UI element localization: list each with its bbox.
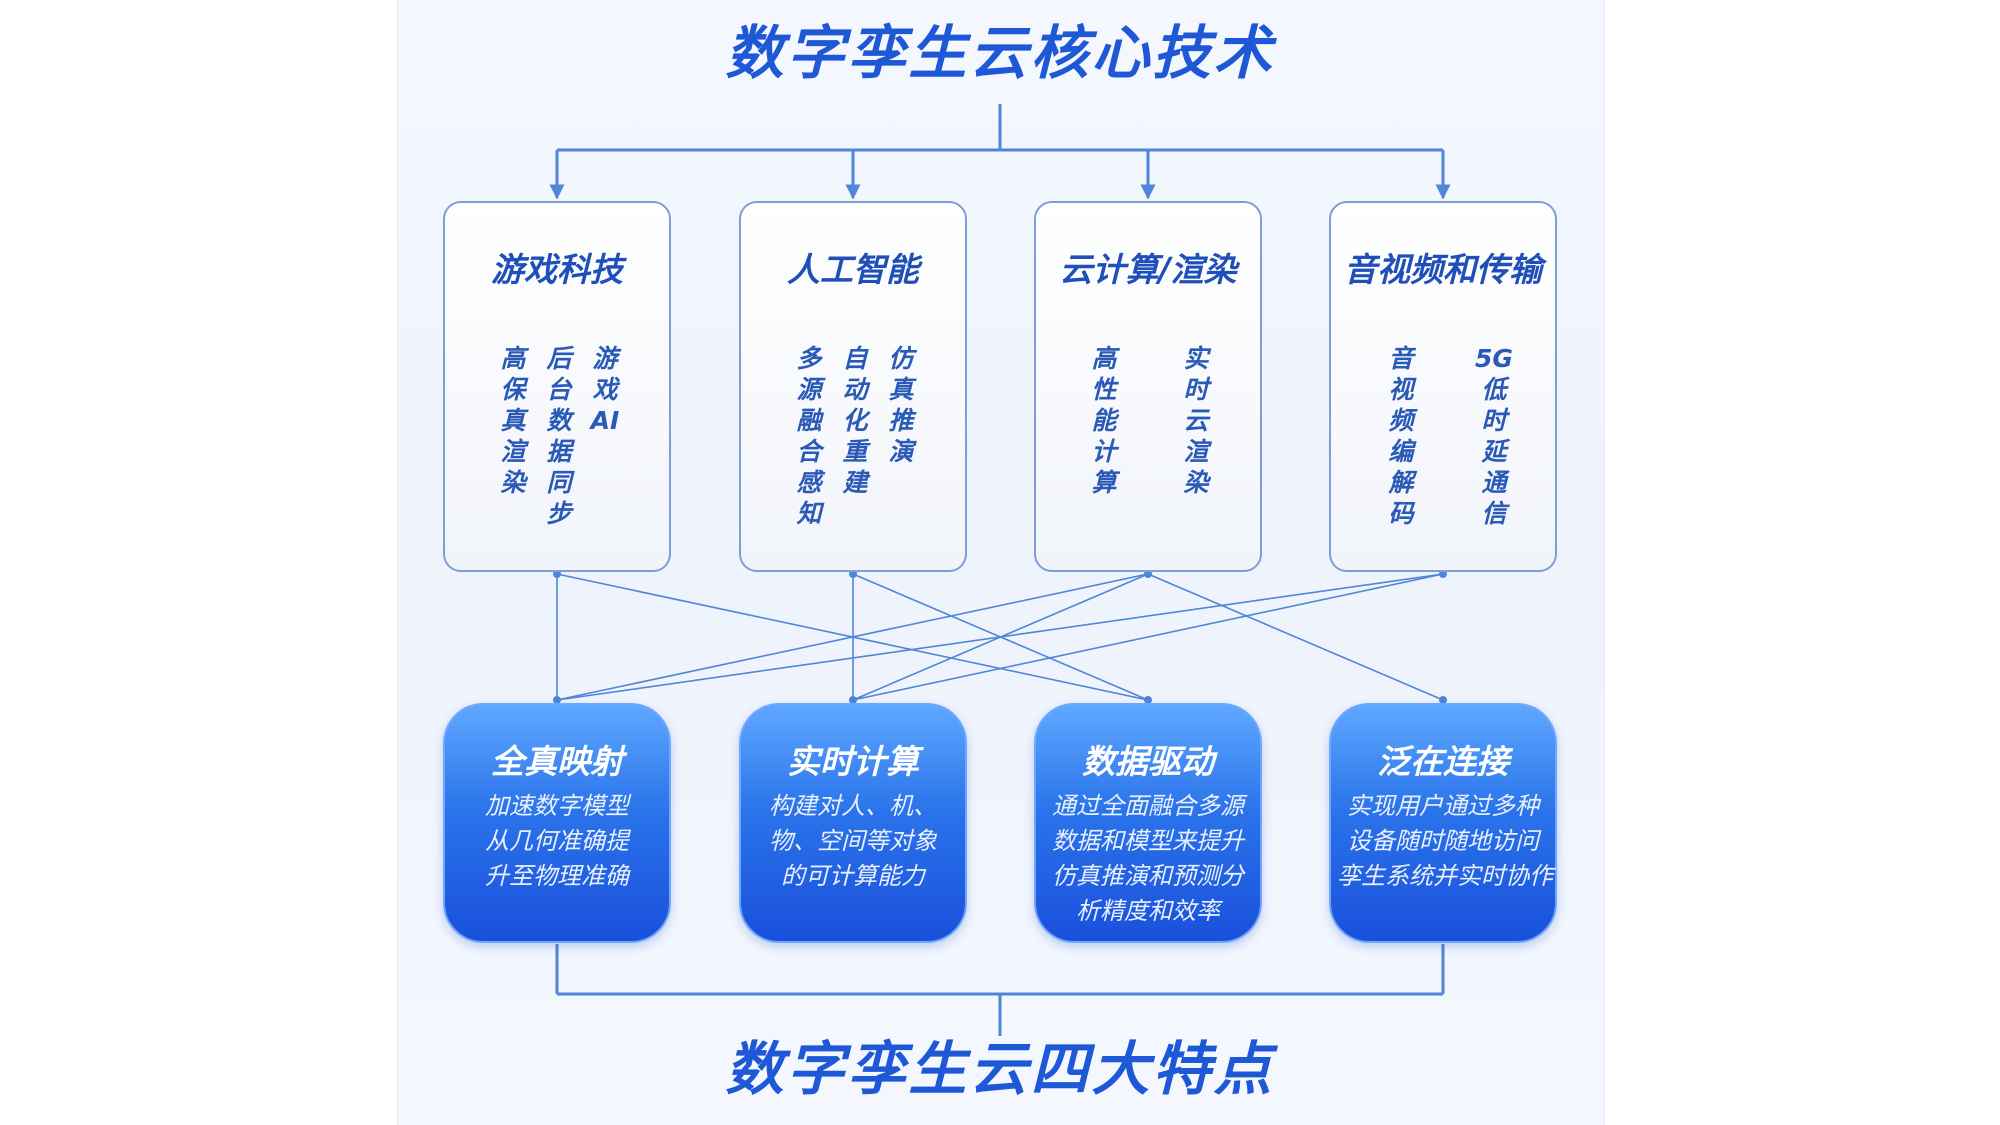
tech-item: 多源融合感知 [796,344,822,528]
connector-node [849,696,857,704]
feature-desc-line: 仿真推演和预测分 [1052,862,1244,890]
feature-desc-line: 通过全面融合多源 [1052,792,1244,820]
tech-item: 自动化重建 [842,344,868,497]
mapping-line [556,573,1444,701]
tech-item: 高保真渲染 [500,344,526,497]
mapping-line [556,573,1149,701]
feature-desc-line: 的可计算能力 [781,862,925,890]
tech-item: 音视频编解码 [1388,344,1414,528]
connector-node [1439,696,1447,704]
feature-desc-line: 设备随时随地访问 [1347,827,1539,855]
feature-desc-line: 从几何准确提 [485,827,629,855]
feature-desc-line: 数据和模型来提升 [1052,827,1244,855]
feature-box-realtime: 实时计算 构建对人、机、物、空间等对象的可计算能力 [739,703,967,943]
feature-desc-line: 升至物理准确 [485,862,629,890]
tech-box-ai: 人工智能 多源融合感知 自动化重建 仿真推演 [739,201,967,572]
tech-box-cloud: 云计算/渲染 高性能计算 实时云渲染 [1034,201,1262,572]
feature-title: 数据驱动 [1082,742,1214,781]
mapping-line [1147,573,1444,701]
feature-title: 全真映射 [491,742,623,781]
feature-desc-line: 析精度和效率 [1076,897,1220,925]
feature-desc: 加速数字模型从几何准确提升至物理准确 [451,789,663,894]
feature-desc-line: 加速数字模型 [485,792,629,820]
feature-desc-line: 实现用户通过多种 [1347,792,1539,820]
connector-node [1144,696,1152,704]
tech-title: 游戏科技 [491,250,623,289]
tech-item: 实时云渲染 [1183,344,1209,497]
mapping-line [852,573,1444,701]
feature-title: 实时计算 [787,742,919,781]
core-tech-title: 数字孪生云核心技术 [725,19,1275,87]
feature-desc: 通过全面融合多源数据和模型来提升仿真推演和预测分析精度和效率 [1042,789,1254,929]
feature-box-connect: 泛在连接 实现用户通过多种设备随时随地访问孪生系统并实时协作 [1329,703,1557,943]
feature-title: 泛在连接 [1377,742,1509,781]
connector-node [1144,570,1152,578]
feature-desc-line: 孪生系统并实时协作 [1337,862,1553,890]
feature-desc: 构建对人、机、物、空间等对象的可计算能力 [747,789,959,894]
feature-desc-line: 构建对人、机、 [769,792,937,820]
feature-box-mapping: 全真映射 加速数字模型从几何准确提升至物理准确 [443,703,671,943]
connector-node [1439,570,1447,578]
tech-title: 音视频和传输 [1344,250,1542,289]
feature-box-data: 数据驱动 通过全面融合多源数据和模型来提升仿真推演和预测分析精度和效率 [1034,703,1262,943]
connector-node [553,570,561,578]
tech-item: 仿真推演 [888,344,914,466]
tech-item: 高性能计算 [1091,344,1117,497]
connector-node [849,570,857,578]
tech-item: 后台数据同步 [546,344,572,528]
feature-desc-line: 物、空间等对象 [769,827,937,855]
features-title: 数字孪生云四大特点 [725,1035,1275,1103]
connector-node [553,696,561,704]
feature-desc: 实现用户通过多种设备随时随地访问孪生系统并实时协作 [1337,789,1553,894]
tech-title: 人工智能 [787,250,919,289]
tech-title: 云计算/渲染 [1059,250,1237,289]
